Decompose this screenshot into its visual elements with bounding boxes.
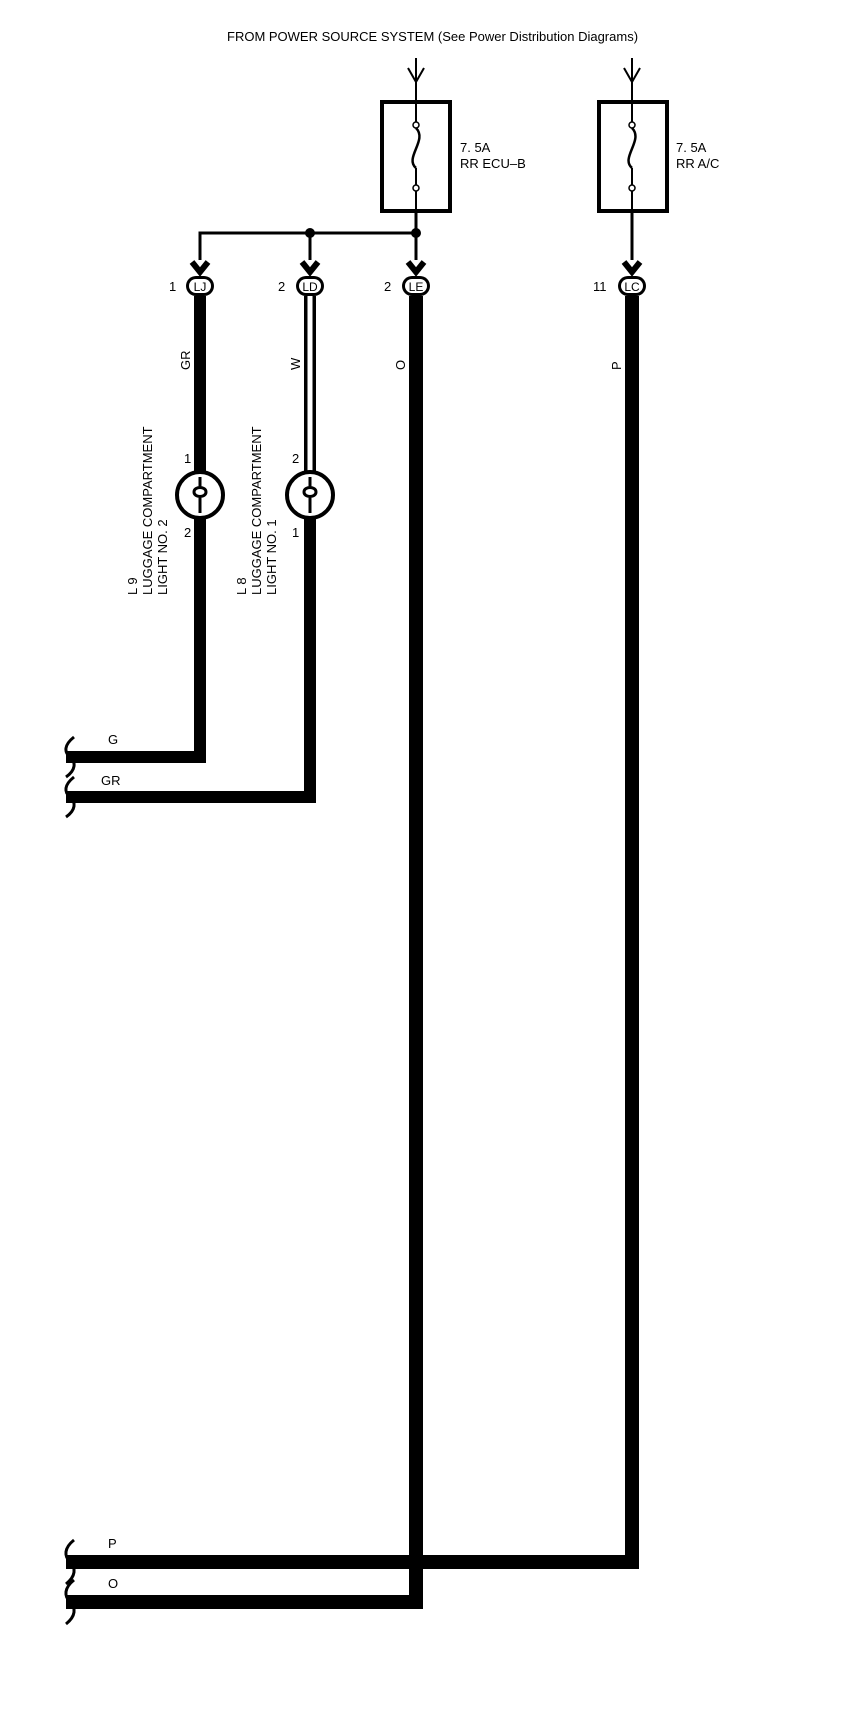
connector-lc-id: LC — [624, 280, 640, 294]
light-l9-line2: LIGHT NO. 2 — [155, 519, 170, 595]
light-l9-code: L 9 — [125, 577, 140, 595]
wire-lc — [66, 296, 639, 1569]
wire-le — [66, 296, 423, 1609]
wire-lj — [66, 296, 206, 763]
connector-arrow-lc — [621, 260, 643, 277]
connector-ld-id: LD — [302, 280, 318, 294]
connector-lc: LC — [618, 276, 646, 296]
light-l8-line2: LIGHT NO. 1 — [264, 519, 279, 595]
connector-ld: LD — [296, 276, 324, 296]
connector-arrow-le — [405, 260, 427, 277]
light-l8-code: L 8 — [234, 577, 249, 595]
fuse2-rating: 7. 5A — [676, 140, 707, 155]
light-l8-icon — [285, 470, 335, 520]
connector-arrow-ld — [299, 260, 321, 277]
junction-dot-1 — [411, 228, 421, 238]
exit-label-p: P — [108, 1536, 117, 1551]
exit-label-o: O — [108, 1576, 118, 1591]
connector-lc-pin: 11 — [593, 279, 607, 294]
junction-dot-2 — [305, 228, 315, 238]
light-l8-line1: LUGGAGE COMPARTMENT — [249, 426, 264, 595]
wire-ld-return — [66, 518, 316, 803]
connector-lj-pin: 1 — [169, 279, 176, 294]
fuse-rr-ecu-b — [380, 100, 452, 213]
exit-label-g: G — [108, 732, 118, 747]
wire-color-lj: GR — [178, 351, 193, 371]
fuse-rr-ac — [597, 100, 669, 213]
fuse1-name: RR ECU–B — [460, 156, 526, 171]
wire-break-o — [64, 1578, 76, 1626]
connector-le: LE — [402, 276, 430, 296]
exit-label-gr: GR — [101, 773, 121, 788]
power-arrow-1 — [407, 58, 425, 102]
connector-lj-id: LJ — [194, 280, 207, 294]
header-text: FROM POWER SOURCE SYSTEM (See Power Dist… — [227, 29, 638, 44]
connector-le-id: LE — [409, 280, 424, 294]
light-l8-pin-out: 1 — [292, 525, 299, 540]
fuse1-rating: 7. 5A — [460, 140, 491, 155]
connector-ld-pin: 2 — [278, 279, 285, 294]
connector-arrow-lj — [189, 260, 211, 277]
wire-break-g — [64, 735, 76, 779]
light-l9-icon — [175, 470, 225, 520]
light-l9-pin-out: 2 — [184, 525, 191, 540]
wire-break-p — [64, 1538, 76, 1586]
power-arrow-2 — [623, 58, 641, 102]
connector-lj: LJ — [186, 276, 214, 296]
light-l9-pin-in: 1 — [184, 451, 191, 466]
wire-color-le: O — [393, 360, 408, 370]
wire-color-lc: P — [609, 361, 624, 370]
wire-color-ld: W — [288, 357, 303, 370]
light-l9-line1: LUGGAGE COMPARTMENT — [140, 426, 155, 595]
connector-le-pin: 2 — [384, 279, 391, 294]
light-l8-pin-in: 2 — [292, 451, 299, 466]
wire-break-gr — [64, 775, 76, 819]
fuse2-name: RR A/C — [676, 156, 719, 171]
